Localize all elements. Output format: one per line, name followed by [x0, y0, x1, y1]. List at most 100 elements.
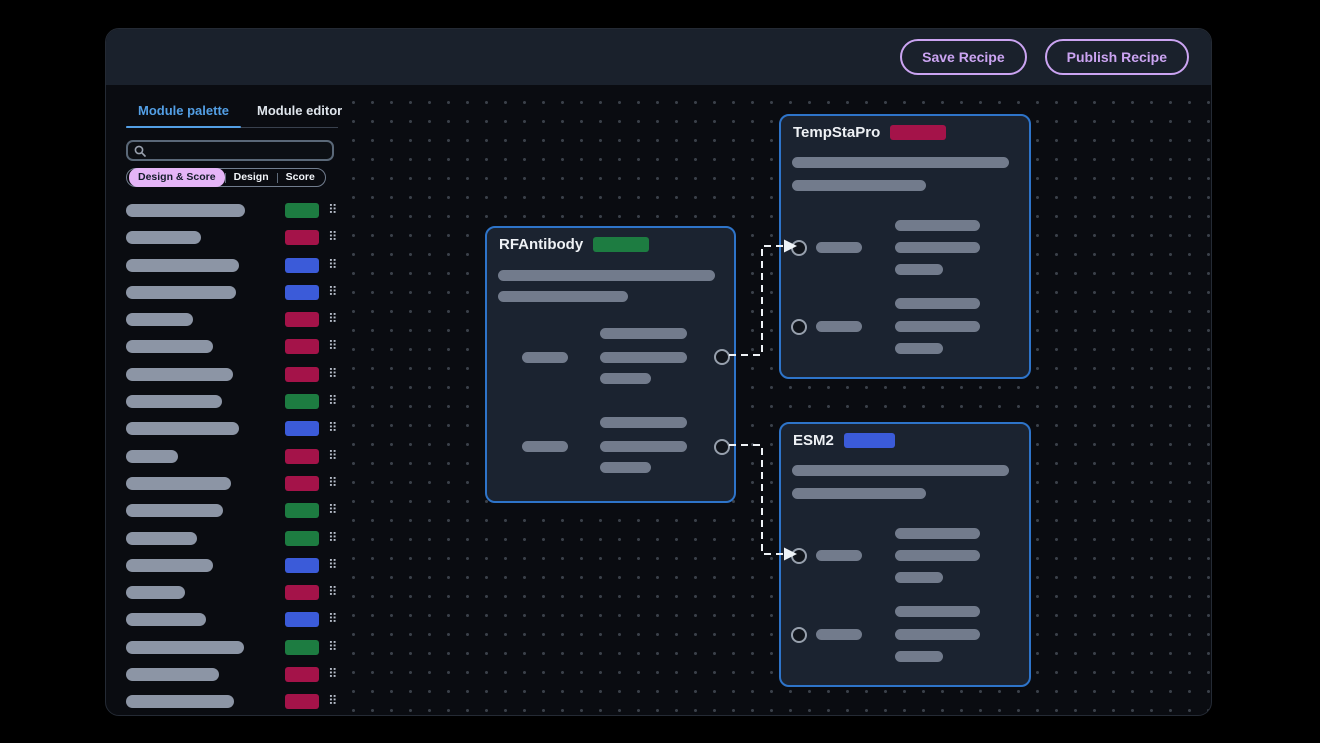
module-name-skeleton — [126, 204, 245, 217]
filter-design-and-score[interactable]: Design & Score — [129, 168, 225, 187]
module-name-skeleton — [126, 395, 222, 409]
filter-score[interactable]: Score — [285, 171, 315, 184]
module-name-skeleton — [126, 613, 206, 627]
module-list-item[interactable] — [126, 394, 339, 410]
node-description-skeleton — [792, 157, 1009, 168]
module-type-badge — [285, 612, 319, 628]
output-field-skeleton — [600, 441, 687, 452]
input-field-skeleton — [895, 242, 980, 253]
input-field-skeleton — [895, 629, 980, 640]
drag-handle-icon[interactable] — [328, 286, 339, 299]
output-field-skeleton — [600, 462, 651, 473]
recipe-canvas[interactable]: RFAntibody TempStaPro — [346, 85, 1211, 715]
output-field-skeleton — [600, 417, 687, 428]
tab-module-palette[interactable]: Module palette — [126, 97, 242, 128]
module-list-item[interactable] — [126, 230, 339, 246]
drag-handle-icon[interactable] — [328, 368, 339, 381]
module-list-item[interactable] — [126, 257, 339, 273]
input-port-2[interactable] — [791, 319, 807, 335]
input-field-skeleton — [895, 298, 980, 309]
input-port-1[interactable] — [791, 240, 807, 256]
drag-handle-icon[interactable] — [328, 313, 339, 326]
publish-recipe-button[interactable]: Publish Recipe — [1044, 39, 1189, 75]
input-label-skeleton — [816, 321, 862, 332]
node-description-skeleton — [792, 465, 1009, 476]
module-type-badge — [285, 421, 319, 437]
drag-handle-icon[interactable] — [328, 559, 339, 572]
module-name-skeleton — [126, 422, 239, 436]
input-field-skeleton — [895, 606, 980, 617]
output-port-2[interactable] — [714, 439, 730, 455]
module-list-item[interactable] — [126, 667, 339, 683]
drag-handle-icon[interactable] — [328, 450, 339, 463]
drag-handle-icon[interactable] — [328, 340, 339, 353]
input-field-skeleton — [895, 572, 943, 583]
drag-handle-icon[interactable] — [328, 641, 339, 654]
drag-handle-icon[interactable] — [328, 668, 339, 681]
wire-rfantibody-to-esm2 — [729, 444, 784, 555]
module-list-item[interactable] — [126, 339, 339, 355]
node-category-badge — [593, 237, 650, 252]
tab-module-editor[interactable]: Module editor — [257, 103, 343, 118]
save-recipe-button[interactable]: Save Recipe — [900, 39, 1027, 75]
output-field-skeleton — [600, 373, 651, 384]
module-type-badge — [285, 475, 319, 491]
drag-handle-icon[interactable] — [328, 695, 339, 708]
module-sidebar: Module palette Module editor Design & Sc… — [106, 85, 346, 715]
module-list-item[interactable] — [126, 694, 339, 710]
drag-handle-icon[interactable] — [328, 586, 339, 599]
module-type-badge — [285, 667, 319, 683]
module-type-badge — [285, 448, 319, 464]
module-search[interactable] — [126, 140, 334, 161]
input-field-skeleton — [895, 264, 943, 275]
module-list-item[interactable] — [126, 421, 339, 437]
filter-divider — [276, 172, 278, 183]
module-list-item[interactable] — [126, 284, 339, 300]
module-list-item[interactable] — [126, 475, 339, 491]
node-tempstapro[interactable]: TempStaPro — [779, 114, 1031, 379]
drag-handle-icon[interactable] — [328, 395, 339, 408]
module-type-badge — [285, 366, 319, 382]
drag-handle-icon[interactable] — [328, 259, 339, 272]
module-list-item[interactable] — [126, 639, 339, 655]
drag-handle-icon[interactable] — [328, 613, 339, 626]
module-list-item[interactable] — [126, 366, 339, 382]
filter-design[interactable]: Design — [233, 171, 269, 184]
input-label-skeleton — [816, 242, 862, 253]
drag-handle-icon[interactable] — [328, 504, 339, 517]
module-name-skeleton — [126, 668, 219, 682]
drag-handle-icon[interactable] — [328, 477, 339, 490]
module-list-item[interactable] — [126, 448, 339, 464]
module-name-skeleton — [126, 504, 223, 518]
module-list-item[interactable] — [126, 585, 339, 601]
node-description-skeleton — [792, 488, 926, 499]
node-title: TempStaPro — [793, 124, 881, 141]
module-type-badge — [285, 312, 319, 328]
module-list-item[interactable] — [126, 557, 339, 573]
search-input[interactable] — [150, 143, 326, 158]
input-label-skeleton — [816, 629, 862, 640]
output-port-1[interactable] — [714, 349, 730, 365]
input-label-skeleton — [816, 550, 862, 561]
module-list-item[interactable] — [126, 530, 339, 546]
drag-handle-icon[interactable] — [328, 532, 339, 545]
module-name-skeleton — [126, 476, 231, 490]
module-type-badge — [285, 257, 319, 273]
wire-rfantibody-to-tempstapro — [729, 245, 784, 356]
module-name-skeleton — [126, 313, 193, 327]
input-port-1[interactable] — [791, 548, 807, 564]
input-port-2[interactable] — [791, 627, 807, 643]
drag-handle-icon[interactable] — [328, 422, 339, 435]
module-list-item[interactable] — [126, 203, 339, 218]
module-type-badge — [285, 394, 319, 410]
module-list-item[interactable] — [126, 503, 339, 519]
node-esm2[interactable]: ESM2 — [779, 422, 1031, 687]
node-rfantibody[interactable]: RFAntibody — [485, 226, 736, 503]
drag-handle-icon[interactable] — [328, 231, 339, 244]
module-list-item[interactable] — [126, 612, 339, 628]
drag-handle-icon[interactable] — [328, 204, 339, 217]
input-field-skeleton — [895, 528, 980, 539]
node-description-skeleton — [792, 180, 926, 191]
module-type-badge — [285, 639, 319, 655]
module-list-item[interactable] — [126, 312, 339, 328]
